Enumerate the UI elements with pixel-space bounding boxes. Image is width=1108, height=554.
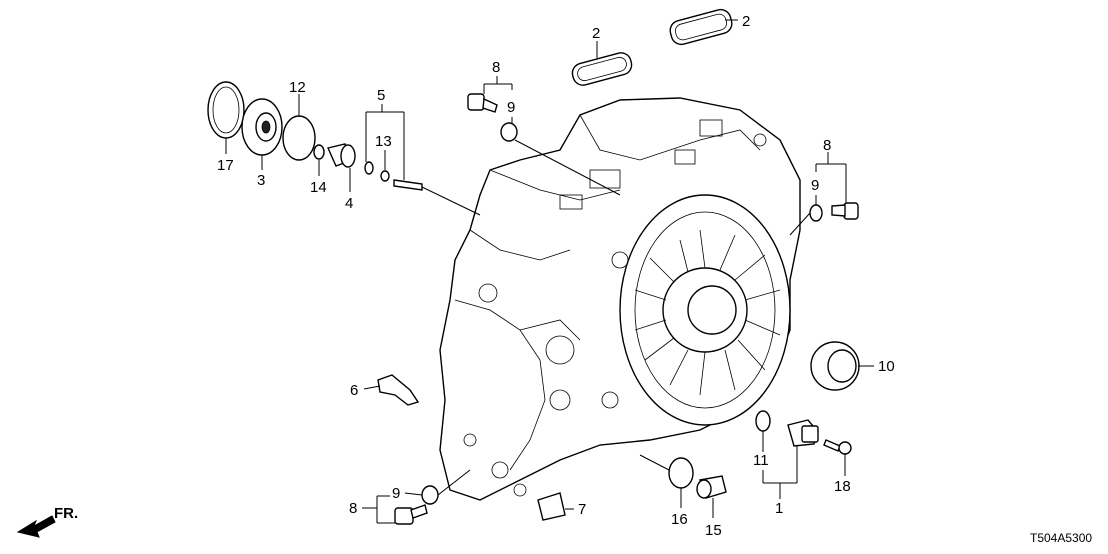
pad-7 [537,492,566,521]
label-part-8c: 8 [349,500,357,517]
bolt-18 [823,439,852,455]
label-part-2a: 2 [592,25,600,42]
label-part-7: 7 [578,501,586,518]
snap-ring-17 [207,81,245,139]
gasket-2a [571,52,633,86]
label-part-16: 16 [671,511,688,528]
washer-9a [500,122,518,142]
label-part-8a: 8 [492,59,500,76]
collar-4 [327,143,356,168]
label-part-9b: 9 [811,177,819,194]
o-ring-13b [380,170,390,182]
front-arrow-icon [16,515,56,538]
transmission-case [439,97,801,501]
callout-labels: 2 2 17 3 12 14 4 5 13 8 9 8 9 10 6 7 8 9… [217,13,895,539]
drain-plug-15 [696,475,727,499]
washer-13 [364,161,374,175]
label-part-13: 13 [375,133,392,150]
label-part-2b: 2 [742,13,750,30]
front-label: FR. [54,505,78,522]
o-ring-11 [755,410,771,432]
o-ring-12 [282,115,316,161]
oil-seal-3 [241,98,283,156]
front-direction-indicator: FR. [16,505,78,538]
label-part-10: 10 [878,358,895,375]
label-part-15: 15 [705,522,722,539]
clutch-spline-ring [634,229,781,396]
sensor-1 [787,419,819,447]
label-part-17: 17 [217,157,234,174]
diagram-code: T504A5300 [1030,531,1092,545]
bolt-8c [394,504,428,525]
washer-9b [809,204,823,222]
leader-lines [225,19,874,524]
label-part-18: 18 [834,478,851,495]
washer-16 [668,457,694,489]
gasket-2b [669,8,733,46]
bolt-8b [831,202,859,220]
label-part-5: 5 [377,87,385,104]
label-part-11: 11 [753,452,769,469]
label-part-9a: 9 [507,99,515,116]
label-part-1: 1 [775,500,783,517]
bolt-8a [467,93,498,113]
shaft-5 [393,179,481,216]
bracket-6 [377,374,420,406]
label-part-9c: 9 [392,485,400,502]
label-part-8b: 8 [823,137,831,154]
washer-9c [421,485,439,505]
label-part-3: 3 [257,172,265,189]
label-part-14: 14 [310,179,327,196]
label-part-4: 4 [345,195,353,212]
o-ring-14 [313,144,325,160]
seal-10 [810,341,860,391]
label-part-12: 12 [289,79,306,96]
label-part-6: 6 [350,382,358,399]
